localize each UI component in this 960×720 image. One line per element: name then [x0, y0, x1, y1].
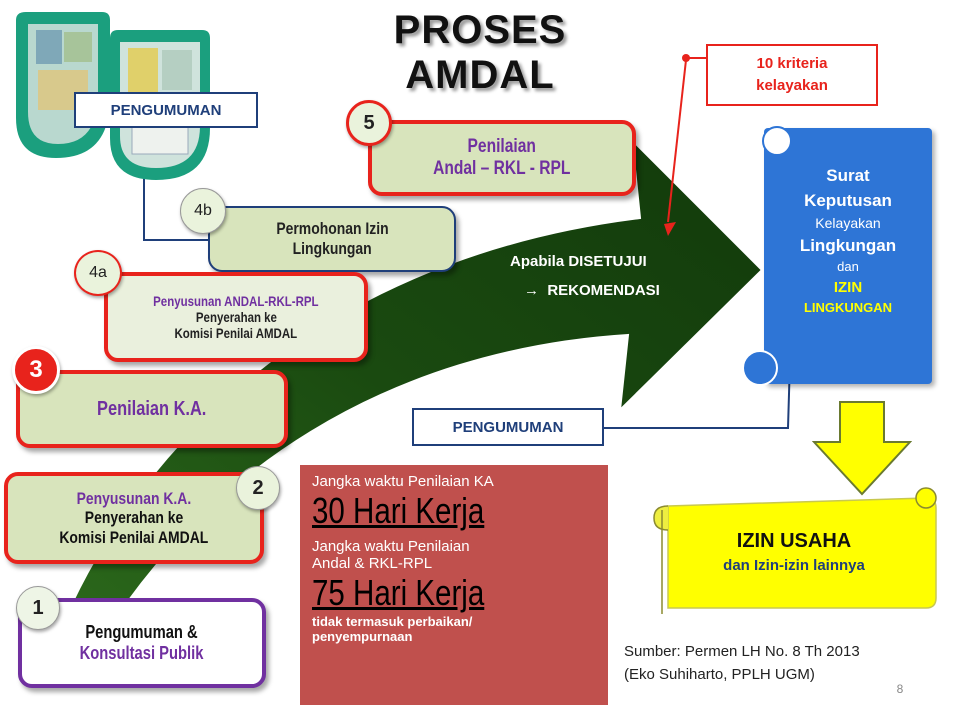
- step-4a-number: 4a: [74, 250, 122, 296]
- step-2-number: 2: [236, 466, 280, 510]
- source-note: Sumber: Permen LH No. 8 Th 2013 (Eko Suh…: [624, 640, 954, 687]
- izin-usaha-line2: dan Izin-izin lainnya: [723, 557, 865, 574]
- step-4b-box: Permohonan Izin Lingkungan: [208, 206, 456, 272]
- step-5-number: 5: [346, 100, 392, 146]
- jangka-l3: Andal & RKL-RPL: [312, 555, 433, 572]
- step-4a-line3: Komisi Penilai AMDAL: [174, 325, 298, 342]
- izin-usaha-scroll: [653, 487, 937, 614]
- step-4b-number: 4b: [180, 188, 226, 234]
- step-3-box: Penilaian K.A.: [16, 370, 288, 448]
- step-5-line1: Penilaian: [467, 136, 537, 158]
- step-2-line1: Penyusunan K.A.: [76, 488, 192, 508]
- arrow-text: Apabila DISETUJUI → REKOMENDASI: [510, 248, 720, 305]
- sk-line3: Kelayakan: [815, 215, 881, 232]
- step-1-box: Pengumuman & Konsultasi Publik: [18, 598, 266, 688]
- step-4a-line1: Penyusunan ANDAL-RKL-RPL: [153, 292, 319, 309]
- pengumuman-bottom-label: PENGUMUMAN: [412, 408, 604, 446]
- sk-line4: Lingkungan: [799, 235, 897, 255]
- step-2-line2: Penyerahan ke: [84, 508, 184, 528]
- pengumuman-top-label: PENGUMUMAN: [74, 92, 258, 128]
- step-2-line3: Komisi Penilai AMDAL: [59, 527, 209, 547]
- kriteria-line2: kelayakan: [756, 77, 828, 94]
- jangka-l1: Jangka waktu Penilaian KA: [312, 473, 494, 490]
- step-1-line1: Pengumuman &: [85, 622, 199, 643]
- step-3-number: 3: [12, 346, 60, 394]
- kriteria-line1: 10 kriteria: [756, 54, 828, 72]
- page-number: 8: [896, 682, 904, 696]
- kriteria-box: 10 kriteria kelayakan: [706, 44, 878, 106]
- surat-keputusan-scroll: Surat Keputusan Kelayakan Lingkungan dan…: [742, 126, 932, 386]
- page-title: PROSES AMDAL: [393, 8, 567, 97]
- source-line2: (Eko Suhiharto, PPLH UGM): [624, 666, 815, 684]
- sk-line7: LINGKUNGAN: [803, 299, 893, 315]
- step-4b-line1: Permohonan Izin: [275, 219, 389, 239]
- jangka-waktu-panel: Jangka waktu Penilaian KA 30 Hari Kerja …: [300, 465, 608, 705]
- sk-line1: Surat: [826, 166, 870, 185]
- jangka-l4: tidak termasuk perbaikan/: [312, 614, 473, 629]
- step-1-line2: Konsultasi Publik: [80, 643, 204, 663]
- arrow-text-line2: REKOMENDASI: [547, 281, 660, 299]
- jangka-big2: 75 Hari Kerja: [312, 572, 485, 613]
- step-4a-box: Penyusunan ANDAL-RKL-RPL Penyerahan ke K…: [104, 272, 368, 362]
- down-arrow-icon: [812, 401, 912, 496]
- sk-line6: IZIN: [833, 279, 863, 297]
- source-line1: Sumber: Permen LH No. 8 Th 2013: [624, 643, 860, 660]
- step-4a-line2: Penyerahan ke: [195, 308, 277, 325]
- step-2-box: Penyusunan K.A. Penyerahan ke Komisi Pen…: [4, 472, 264, 564]
- sk-line5: dan: [837, 259, 859, 275]
- arrow-text-line1: Apabila DISETUJUI: [510, 253, 647, 270]
- step-1-number: 1: [16, 586, 60, 630]
- izin-usaha-line1: IZIN USAHA: [736, 530, 852, 552]
- arrow-right-icon: →: [524, 281, 539, 299]
- sk-line2: Keputusan: [804, 190, 892, 210]
- step-4b-line2: Lingkungan: [292, 239, 372, 258]
- jangka-l2: Jangka waktu Penilaian: [312, 538, 470, 555]
- step-5-box: Penilaian Andal – RKL - RPL: [368, 120, 636, 196]
- jangka-big1: 30 Hari Kerja: [312, 490, 485, 531]
- izin-usaha-text: IZIN USAHA dan Izin-izin lainnya: [666, 530, 922, 574]
- step-3-line1: Penilaian K.A.: [97, 397, 207, 420]
- jangka-l5: penyempurnaan: [312, 629, 413, 644]
- step-5-line2: Andal – RKL - RPL: [433, 158, 571, 179]
